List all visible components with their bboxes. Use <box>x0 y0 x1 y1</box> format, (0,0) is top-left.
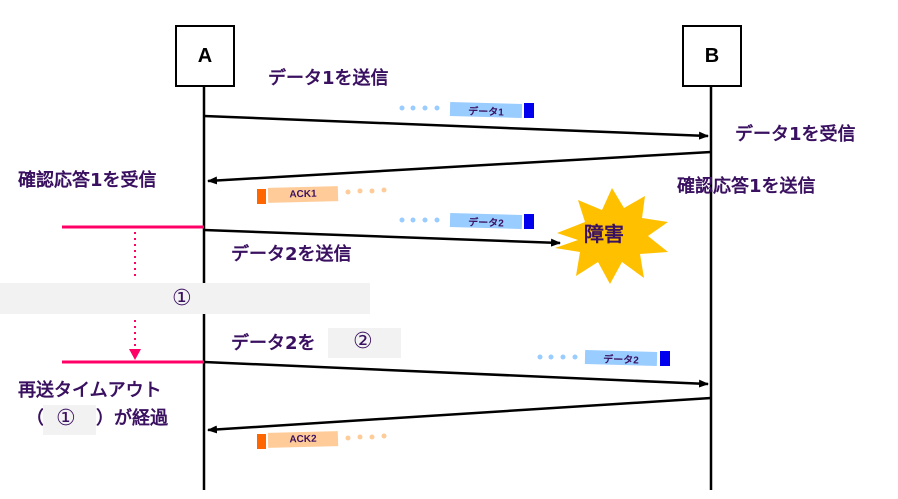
packet-data2-resend: データ2 <box>584 350 658 366</box>
blank-2-box <box>328 328 401 358</box>
label-send-data2: データ2を送信 <box>231 244 352 265</box>
blank-1-box <box>43 405 96 435</box>
label-recv-data1: データ1を受信 <box>735 124 856 145</box>
packet-data2-tag <box>524 214 534 229</box>
label-timeout-open: （ <box>26 408 44 429</box>
node-a: A <box>175 25 235 87</box>
packet-data1: データ1 <box>449 102 523 118</box>
label-send-data1: データ1を送信 <box>268 68 389 89</box>
label-timeout-line1: 再送タイムアウト <box>18 380 162 401</box>
packet-data2-resend-tag <box>660 351 670 366</box>
failure-burst <box>555 188 668 284</box>
label-send-ack1: 確認応答1を送信 <box>677 176 816 197</box>
dots-data1 <box>399 105 440 111</box>
blank-1-marker: ① <box>172 286 192 311</box>
label-recv-ack1: 確認応答1を受信 <box>18 170 157 191</box>
arrow-data2-resend <box>203 360 709 388</box>
packet-ack2: ACK2 <box>267 431 339 448</box>
blank-1-marker-inline: ① <box>56 406 76 431</box>
packet-data2: データ2 <box>449 213 523 229</box>
packet-ack1: ACK1 <box>267 186 339 203</box>
packet-ack2-tag <box>257 434 266 449</box>
packet-data1-tag <box>524 103 534 118</box>
blank-1-band <box>0 283 370 314</box>
label-timeout-close: ）が経過 <box>96 408 168 429</box>
label-resend-prefix: データ2を <box>231 333 316 354</box>
arrow-data2 <box>203 228 561 247</box>
arrow-data1 <box>203 114 709 140</box>
arrow-ack1 <box>207 150 712 185</box>
timer-arrowhead <box>129 349 141 360</box>
dots-ack1 <box>345 187 387 195</box>
dots-data2 <box>399 217 440 223</box>
arrow-ack2 <box>207 396 712 434</box>
dots-data2-resend <box>537 354 578 360</box>
failure-label: 障害 <box>584 222 624 246</box>
dots-ack2 <box>345 433 387 441</box>
blank-2-marker: ② <box>353 329 373 354</box>
node-b: B <box>682 25 742 87</box>
packet-ack1-tag <box>257 189 266 204</box>
